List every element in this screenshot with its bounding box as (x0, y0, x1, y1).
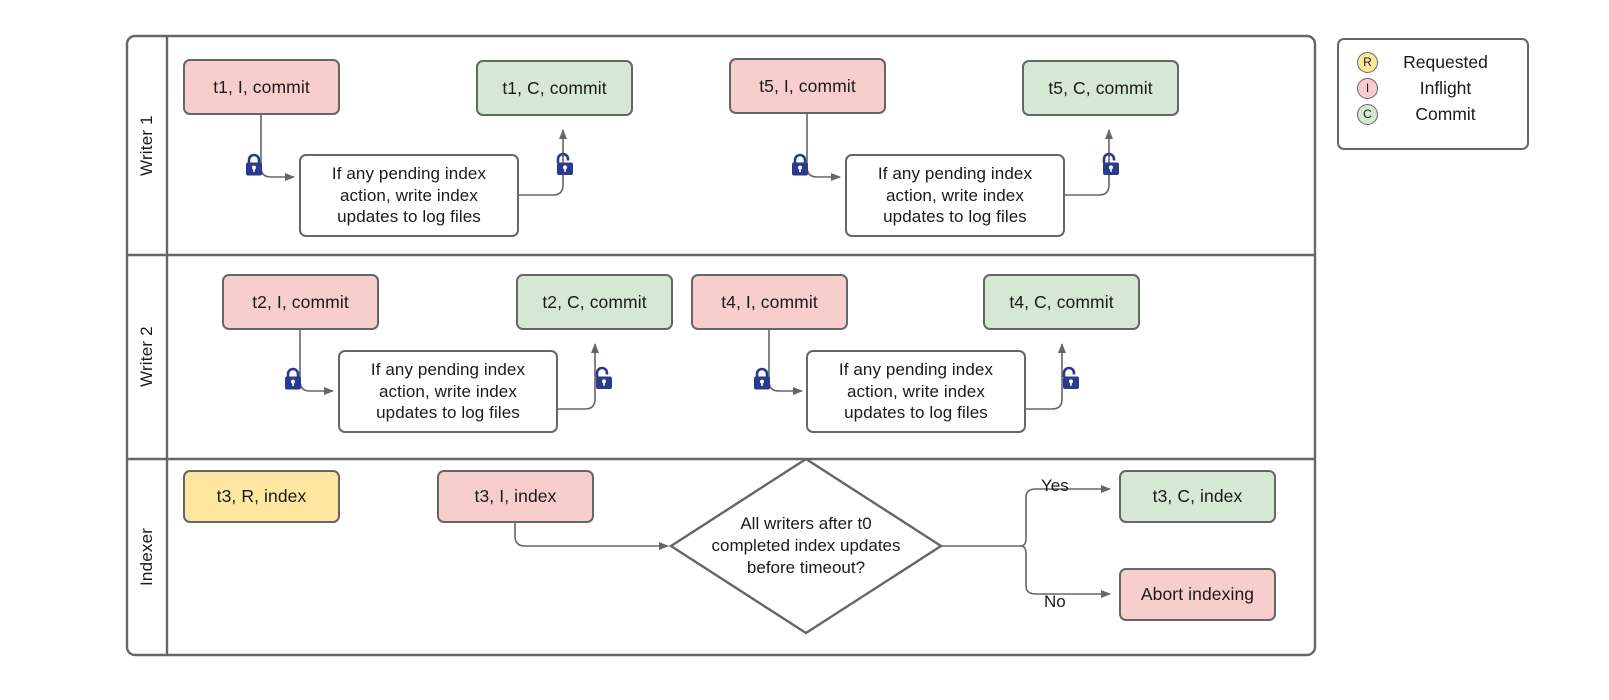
edge-label-yes: Yes (1041, 476, 1069, 495)
decision-diamond (668, 457, 944, 635)
lock-closed-icon (282, 367, 304, 391)
lane-label-indexer: Indexer (137, 527, 156, 587)
connector-indexer (514, 457, 1111, 635)
node-w1-t1-inflight[interactable]: t1, I, commit (183, 59, 340, 115)
legend-item-inflight: I Inflight (1339, 75, 1527, 101)
lock-open-icon (592, 366, 614, 390)
node-ix-t3-commit[interactable]: t3, C, index (1119, 470, 1276, 523)
node-w1-task-b[interactable]: If any pending index action, write index… (845, 154, 1065, 237)
legend-item-commit: C Commit (1339, 101, 1527, 127)
legend-label-inflight: Inflight (1419, 77, 1472, 98)
legend-label-requested: Requested (1403, 51, 1488, 72)
swimlane-frame (125, 34, 1317, 657)
lock-closed-icon (243, 153, 265, 177)
lock-open-icon (1099, 152, 1121, 176)
lock-closed-icon (751, 367, 773, 391)
node-ix-t3-inflight[interactable]: t3, I, index (437, 470, 594, 523)
edge-label-no: No (1044, 592, 1066, 611)
decision-label[interactable]: All writers after t0 completed index upd… (711, 513, 901, 578)
node-w1-t5-inflight[interactable]: t5, I, commit (729, 58, 886, 114)
node-ix-t3-requested[interactable]: t3, R, index (183, 470, 340, 523)
node-w2-t4-commit[interactable]: t4, C, commit (983, 274, 1140, 330)
legend-badge-requested-icon: R (1357, 51, 1378, 73)
node-w1-task-a[interactable]: If any pending index action, write index… (299, 154, 519, 237)
legend-item-requested: R Requested (1339, 49, 1527, 75)
lane-label-writer-2: Writer 2 (137, 326, 156, 388)
node-w2-t2-commit[interactable]: t2, C, commit (516, 274, 673, 330)
node-ix-abort[interactable]: Abort indexing (1119, 568, 1276, 621)
legend-label-commit: Commit (1415, 103, 1476, 124)
node-w1-t5-commit[interactable]: t5, C, commit (1022, 60, 1179, 116)
lock-open-icon (1059, 366, 1081, 390)
legend-badge-commit-icon: C (1357, 103, 1378, 125)
legend-badge-inflight-icon: I (1357, 77, 1378, 99)
legend-panel: R Requested I Inflight C Commit (1337, 38, 1529, 150)
lock-closed-icon (789, 153, 811, 177)
lane-label-writer-1: Writer 1 (137, 115, 156, 176)
node-w2-task-b[interactable]: If any pending index action, write index… (806, 350, 1026, 433)
node-w2-t4-inflight[interactable]: t4, I, commit (691, 274, 848, 330)
node-w2-t2-inflight[interactable]: t2, I, commit (222, 274, 379, 330)
node-w1-t1-commit[interactable]: t1, C, commit (476, 60, 633, 116)
lock-open-icon (553, 152, 575, 176)
node-w2-task-a[interactable]: If any pending index action, write index… (338, 350, 558, 433)
